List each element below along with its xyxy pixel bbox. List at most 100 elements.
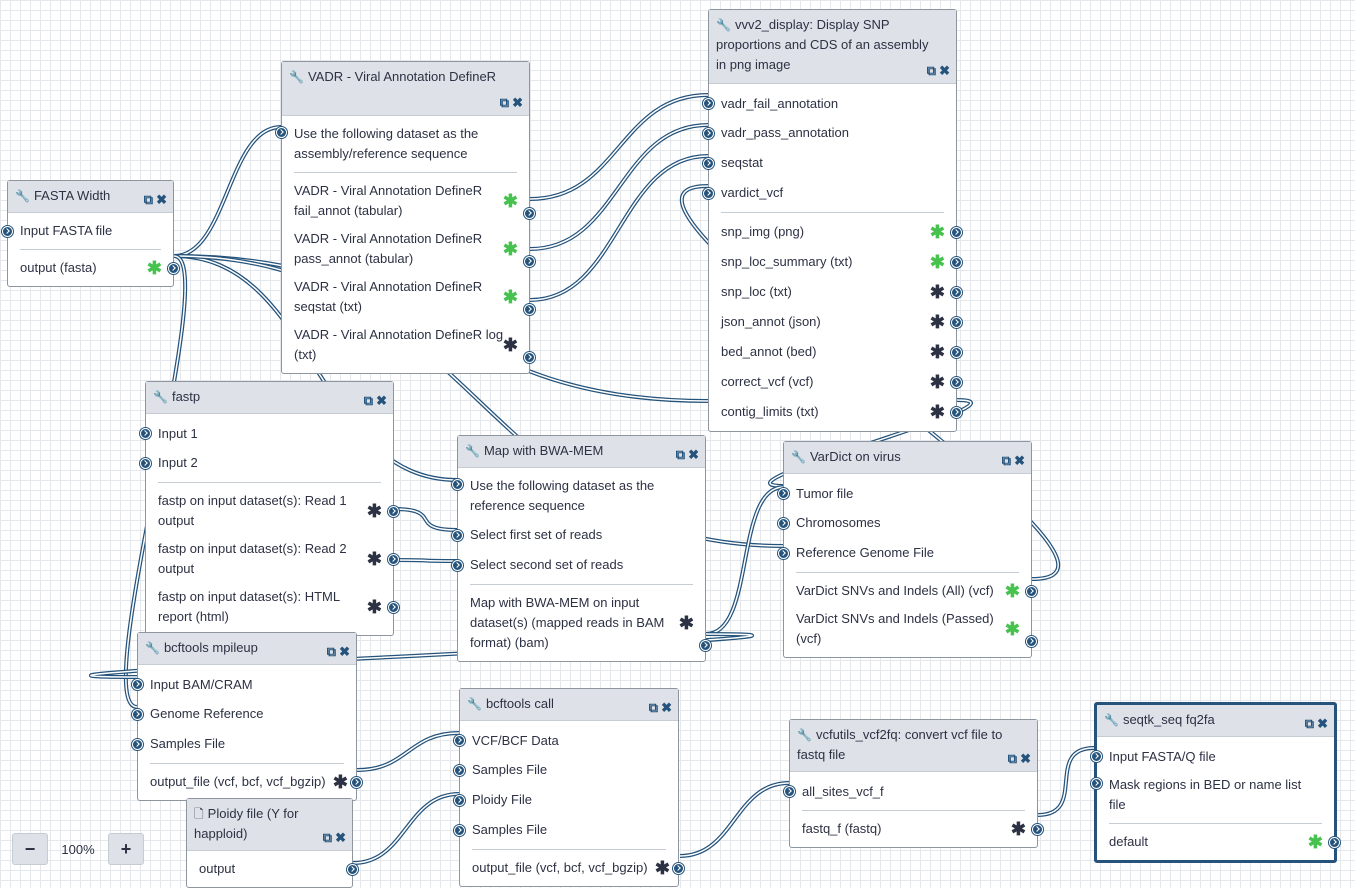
copy-icon[interactable]: ⧉ (322, 830, 333, 845)
output-terminal[interactable] (524, 352, 535, 363)
workflow-output-star-icon[interactable]: ✱ (929, 342, 945, 362)
input-terminal[interactable] (276, 127, 287, 138)
input-terminal[interactable] (703, 188, 714, 199)
input-terminal[interactable] (703, 98, 714, 109)
workflow-output-star-icon[interactable]: ✱ (929, 222, 945, 242)
copy-icon[interactable]: ⧉ (675, 447, 686, 462)
close-icon[interactable]: ✖ (1020, 751, 1031, 766)
workflow-output-star-icon[interactable]: ✱ (654, 858, 670, 878)
node-ploidy-file[interactable]: 🗋Ploidy file (Y for happloid) ⧉✖ output (186, 798, 358, 888)
output-terminal[interactable] (700, 640, 711, 651)
node-title[interactable]: 🔧seqtk_seq fq2fa ⧉✖ (1097, 705, 1334, 737)
close-icon[interactable]: ✖ (376, 393, 387, 408)
output-terminal[interactable] (1026, 636, 1037, 647)
node-fasta-width[interactable]: 🔧FASTA Width ⧉✖ Input FASTA file output … (2, 180, 179, 287)
output-terminal[interactable] (951, 257, 962, 268)
node-vadr[interactable]: 🔧VADR - Viral Annotation DefineR ⧉✖ Use … (276, 61, 535, 374)
workflow-output-star-icon[interactable]: ✱ (366, 549, 382, 569)
node-vcfutils-vcf2fq[interactable]: 🔧vcfutils_vcf2fq: convert vcf file to fa… (784, 719, 1043, 848)
workflow-output-star-icon[interactable]: ✱ (332, 772, 348, 792)
output-terminal[interactable] (951, 317, 962, 328)
input-terminal[interactable] (132, 739, 143, 750)
copy-icon[interactable]: ⧉ (648, 700, 659, 715)
input-terminal[interactable] (778, 518, 789, 529)
input-terminal[interactable] (132, 679, 143, 690)
workflow-output-star-icon[interactable]: ✱ (1010, 819, 1026, 839)
close-icon[interactable]: ✖ (335, 830, 346, 845)
workflow-output-star-icon[interactable]: ✱ (366, 597, 382, 617)
output-terminal[interactable] (951, 377, 962, 388)
input-terminal[interactable] (132, 709, 143, 720)
node-title[interactable]: 🔧VarDict on virus ⧉✖ (784, 442, 1031, 474)
output-terminal[interactable] (951, 347, 962, 358)
node-fastp[interactable]: 🔧fastp ⧉✖ Input 1 Input 2 fastp on input… (140, 381, 399, 636)
workflow-output-star-icon[interactable]: ✱ (929, 312, 945, 332)
workflow-output-star-icon[interactable]: ✱ (929, 282, 945, 302)
close-icon[interactable]: ✖ (1014, 453, 1025, 468)
node-seqtk-seq-fq2fa[interactable]: 🔧seqtk_seq fq2fa ⧉✖ Input FASTA/Q file M… (1091, 702, 1340, 863)
output-terminal[interactable] (388, 554, 399, 565)
node-bwa-mem[interactable]: 🔧Map with BWA-MEM ⧉✖ Use the following d… (452, 435, 711, 662)
workflow-output-star-icon[interactable]: ✱ (929, 252, 945, 272)
output-terminal[interactable] (1329, 837, 1340, 848)
input-terminal[interactable] (140, 458, 151, 469)
output-terminal[interactable] (388, 506, 399, 517)
output-terminal[interactable] (524, 256, 535, 267)
workflow-output-star-icon[interactable]: ✱ (502, 335, 518, 355)
input-terminal[interactable] (1091, 778, 1102, 789)
output-terminal[interactable] (168, 263, 179, 274)
input-terminal[interactable] (454, 735, 465, 746)
input-terminal[interactable] (452, 560, 463, 571)
node-bcftools-mpileup[interactable]: 🔧bcftools mpileup ⧉✖ Input BAM/CRAM Geno… (132, 632, 362, 801)
input-terminal[interactable] (140, 428, 151, 439)
copy-icon[interactable]: ⧉ (326, 644, 337, 659)
input-terminal[interactable] (452, 479, 463, 490)
node-title[interactable]: 🔧fastp ⧉✖ (146, 382, 393, 414)
workflow-output-star-icon[interactable]: ✱ (502, 191, 518, 211)
node-title[interactable]: 🔧bcftools mpileup ⧉✖ (138, 633, 356, 665)
close-icon[interactable]: ✖ (688, 447, 699, 462)
workflow-output-star-icon[interactable]: ✱ (1004, 619, 1020, 639)
output-terminal[interactable] (951, 407, 962, 418)
workflow-output-star-icon[interactable]: ✱ (146, 258, 162, 278)
close-icon[interactable]: ✖ (339, 644, 350, 659)
copy-icon[interactable]: ⧉ (1007, 751, 1018, 766)
output-terminal[interactable] (1026, 586, 1037, 597)
copy-icon[interactable]: ⧉ (1304, 716, 1315, 731)
zoom-out-button[interactable]: − (12, 833, 48, 865)
input-terminal[interactable] (778, 548, 789, 559)
input-terminal[interactable] (454, 765, 465, 776)
workflow-output-star-icon[interactable]: ✱ (1004, 581, 1020, 601)
close-icon[interactable]: ✖ (512, 95, 523, 110)
node-title[interactable]: 🔧vvv2_display: Display SNP proportions a… (709, 10, 956, 84)
copy-icon[interactable]: ⧉ (143, 192, 154, 207)
close-icon[interactable]: ✖ (661, 700, 672, 715)
output-terminal[interactable] (673, 863, 684, 874)
close-icon[interactable]: ✖ (939, 63, 950, 78)
node-vvv2-display[interactable]: 🔧vvv2_display: Display SNP proportions a… (703, 9, 962, 432)
node-title[interactable]: 🔧bcftools call ⧉✖ (460, 689, 678, 721)
input-terminal[interactable] (703, 128, 714, 139)
input-terminal[interactable] (784, 786, 795, 797)
node-title[interactable]: 🔧vcfutils_vcf2fq: convert vcf file to fa… (790, 720, 1037, 772)
copy-icon[interactable]: ⧉ (926, 63, 937, 78)
copy-icon[interactable]: ⧉ (499, 95, 510, 110)
node-vardict[interactable]: 🔧VarDict on virus ⧉✖ Tumor file Chromoso… (778, 441, 1037, 658)
close-icon[interactable]: ✖ (156, 192, 167, 207)
copy-icon[interactable]: ⧉ (1001, 453, 1012, 468)
input-terminal[interactable] (2, 226, 13, 237)
workflow-output-star-icon[interactable]: ✱ (929, 372, 945, 392)
output-terminal[interactable] (351, 777, 362, 788)
node-title[interactable]: 🗋Ploidy file (Y for happloid) ⧉✖ (187, 799, 352, 851)
close-icon[interactable]: ✖ (1317, 716, 1328, 731)
input-terminal[interactable] (454, 825, 465, 836)
workflow-output-star-icon[interactable]: ✱ (1307, 832, 1323, 852)
workflow-output-star-icon[interactable]: ✱ (366, 501, 382, 521)
input-terminal[interactable] (703, 158, 714, 169)
zoom-in-button[interactable]: + (108, 833, 144, 865)
workflow-output-star-icon[interactable]: ✱ (929, 402, 945, 422)
input-terminal[interactable] (454, 795, 465, 806)
output-terminal[interactable] (951, 227, 962, 238)
node-title[interactable]: 🔧FASTA Width ⧉✖ (8, 181, 173, 213)
input-terminal[interactable] (1091, 751, 1102, 762)
